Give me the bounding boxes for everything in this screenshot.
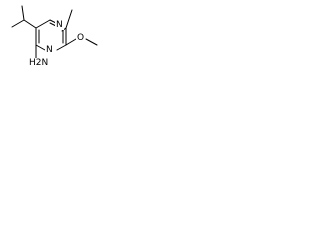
isopropyl-bond-ring [23, 19, 37, 29]
ring-bond-c4-n [56, 44, 67, 51]
methoxy-oxygen-label: O [76, 33, 86, 43]
ring-bond-n-c5 [35, 44, 46, 51]
methyl-bond [65, 9, 73, 29]
ring-nitrogen-top-label: N [55, 20, 64, 30]
ring-bond-c1-c2 [35, 19, 51, 29]
isopropyl-bond-methyl-a [11, 19, 25, 28]
amine-label: H2N [28, 58, 50, 68]
molecule-structure [11, 5, 98, 59]
ring-nitrogen-bottom-label: N [45, 45, 54, 55]
methoxy-bond-c-o [65, 38, 77, 46]
methoxy-bond-o-ch3 [85, 38, 98, 46]
isopropyl-bond-methyl-b [21, 5, 25, 21]
